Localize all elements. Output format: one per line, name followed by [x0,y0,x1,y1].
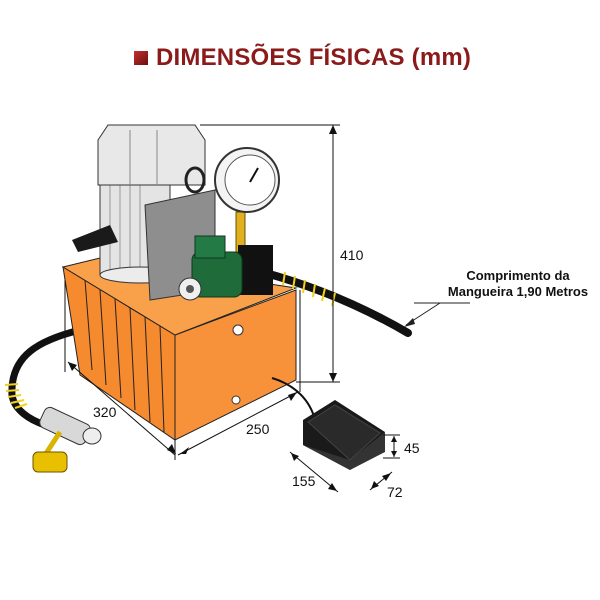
bullet-square-icon [134,51,148,65]
dimension-arrowheads [68,125,397,491]
hose-length-note: Comprimento da Mangueira 1,90 Metros [438,268,598,300]
tank-port [232,324,244,336]
tank-fins [84,279,165,433]
dimension-height-label: 410 [340,247,364,263]
lifting-handle [184,166,206,194]
pedal-height-label: 45 [404,440,420,456]
pressure-gauge [214,147,280,253]
tank-front-face [174,289,297,441]
dimension-width-label: 250 [246,421,270,437]
page-title: DIMENSÕES FÍSICAS (mm) [134,44,471,72]
quick-coupler [32,406,102,473]
title-text: DIMENSÕES FÍSICAS (mm) [156,44,472,71]
right-hose-bands [282,271,336,307]
left-hose-bands [4,383,28,409]
note-arrow-icon [404,318,415,327]
foot-pedal [303,400,385,470]
pedal-width-label: 72 [387,484,403,500]
hose-note-line2: Mangueira 1,90 Metros [447,284,589,299]
solenoid-valve [178,235,273,301]
dimension-depth-label: 320 [93,404,117,420]
tank-drain [231,395,241,405]
pedal-length-label: 155 [292,473,316,489]
hose-note-line1: Comprimento da [466,268,570,283]
